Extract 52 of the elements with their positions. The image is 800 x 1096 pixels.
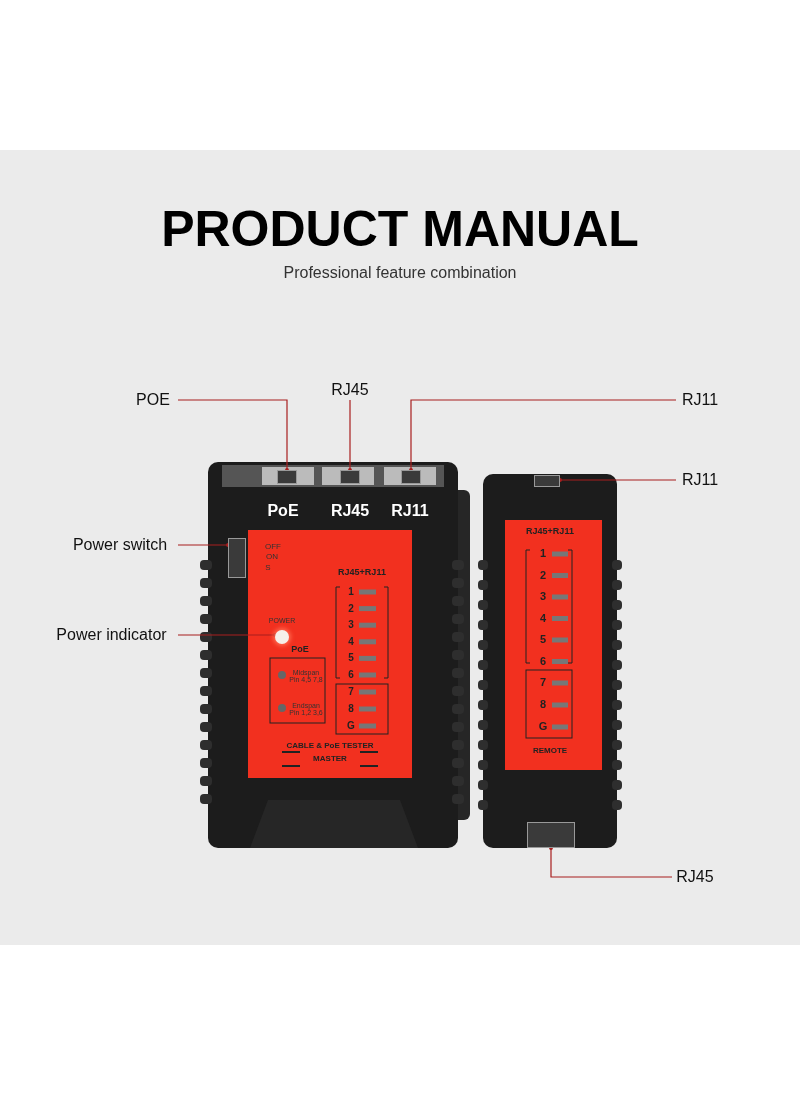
panel-label: 6 [348, 669, 354, 681]
panel-label: 3 [539, 591, 547, 603]
panel-label: OFF [265, 542, 281, 552]
panel-label: 8 [348, 703, 354, 715]
rj11-port [401, 470, 421, 484]
callout-label: POE [128, 390, 178, 410]
panel-label: G [347, 720, 355, 732]
subtitle: Professional feature combination [283, 264, 517, 282]
callout-label: Power switch [62, 535, 178, 555]
panel-label: 4 [348, 636, 354, 648]
panel-label: PoE [267, 502, 299, 520]
panel-label: 7 [539, 677, 547, 689]
rj11-port [534, 475, 560, 487]
leader-line [409, 399, 677, 472]
panel-label: RJ45+RJ11 [338, 568, 386, 578]
slide-switch [228, 538, 246, 578]
panel-label: MASTER [313, 754, 347, 764]
panel-label: CABLE & PoE TESTER [286, 741, 374, 751]
poe-port [277, 470, 297, 484]
leader-line [558, 478, 677, 482]
panel-label: RJ45 [330, 502, 370, 520]
panel-label: RJ11 [391, 502, 429, 520]
panel-label: 2 [539, 569, 547, 582]
title: PRODUCT MANUAL [161, 202, 639, 256]
panel-label: PoE [291, 645, 309, 655]
callout-label: RJ11 [676, 470, 724, 490]
rj45-port [340, 470, 360, 484]
panel-label: REMOTE [532, 746, 568, 756]
leader-line [177, 399, 289, 472]
panel-label: 8 [539, 699, 547, 711]
leader-line [348, 399, 352, 472]
panel-label: 6 [539, 655, 547, 668]
callout-label: RJ45 [672, 867, 718, 887]
panel-label: 1 [539, 548, 547, 560]
panel-label: 3 [348, 619, 354, 631]
leader-line [177, 543, 230, 547]
rj45-port [527, 822, 575, 848]
callout-label: Power indicator [45, 625, 178, 645]
panel-label: ON [266, 552, 278, 562]
callout-label: RJ11 [676, 390, 724, 410]
panel-label: 2 [348, 603, 354, 614]
panel-label: G [538, 721, 548, 733]
panel-label: 4 [539, 612, 547, 625]
callout-label: RJ45 [325, 380, 375, 400]
panel-label: RJ45+RJ11 [526, 527, 574, 537]
panel-label: 5 [348, 653, 354, 664]
panel-label: 7 [348, 686, 354, 698]
panel-label: 1 [348, 586, 354, 598]
leader-line [549, 846, 673, 878]
panel-label: S [265, 563, 271, 573]
leader-line [177, 633, 277, 637]
panel-label: 5 [539, 634, 547, 646]
